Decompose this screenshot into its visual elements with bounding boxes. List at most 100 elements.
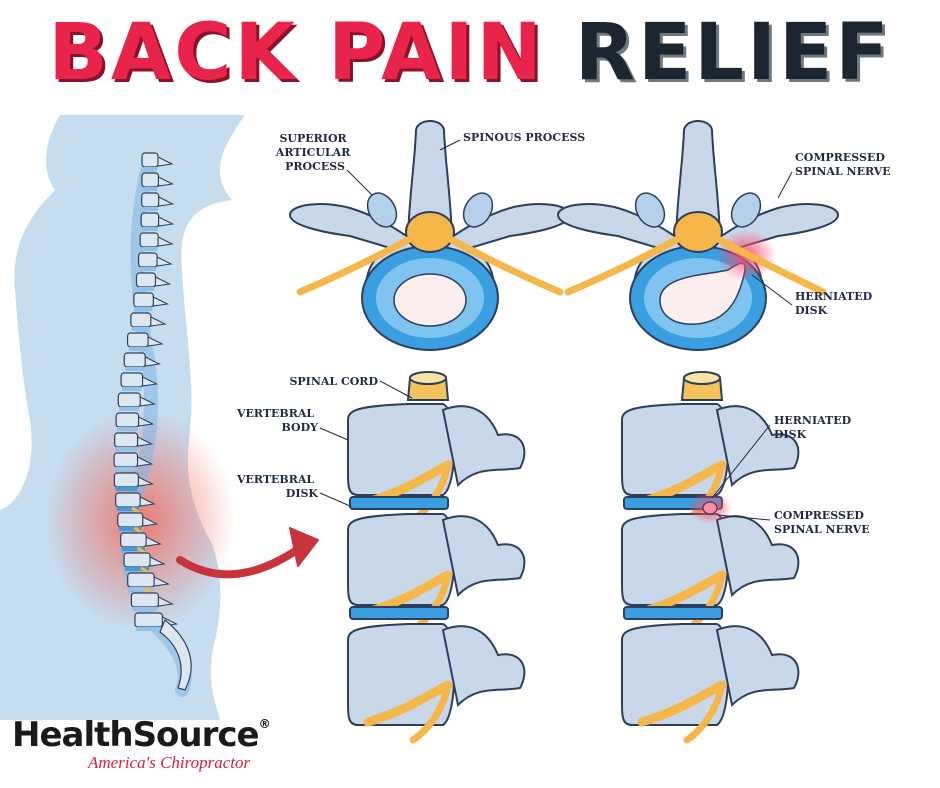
- spine-disk: [117, 427, 138, 431]
- page-title: BACK PAIN RELIEF: [0, 14, 940, 92]
- posterior-process: [715, 515, 800, 598]
- spine-process: [147, 336, 164, 347]
- label-superior-articular-process: SUPERIOR ARTICULAR PROCESS: [275, 132, 354, 173]
- spine-disk: [119, 407, 140, 411]
- label-spinal-cord: SPINAL CORD: [289, 375, 378, 388]
- vertebral-disk: [349, 496, 449, 510]
- spine-process: [139, 396, 156, 407]
- spine-vertebra: [140, 212, 160, 228]
- zoom-arrow: [176, 544, 304, 579]
- vertebral-body: [347, 513, 456, 606]
- posterior-process: [715, 405, 800, 488]
- spine-process: [157, 176, 175, 187]
- spine-vertebra: [114, 432, 139, 448]
- label-compressed-spinal-nerve-side: COMPRESSED SPINAL NERVE: [774, 509, 870, 536]
- spine-process: [149, 556, 166, 567]
- spine-disk: [115, 487, 138, 491]
- spine-vertebra: [141, 172, 160, 188]
- label-herniated-disk-top: HERNIATED DISK: [795, 290, 876, 317]
- spine-vertebra: [130, 312, 152, 328]
- spinal-nerve-branch: [683, 681, 726, 744]
- spine-disk: [137, 287, 155, 291]
- posterior-process: [715, 625, 800, 708]
- spine-vertebra: [139, 232, 159, 248]
- spine-process: [142, 376, 159, 387]
- label-vertebral-body: VERTEBRAL BODY: [236, 407, 318, 434]
- vertebra-top-view-healthy: [288, 120, 572, 351]
- spine-disk: [139, 267, 157, 271]
- spine-process: [150, 316, 167, 327]
- spine-vertebra: [141, 192, 160, 208]
- vertebral-body: [347, 403, 456, 496]
- spine-process: [152, 296, 170, 307]
- spine-vertebra: [120, 372, 144, 388]
- spine-process: [139, 496, 156, 507]
- spine-process: [137, 476, 155, 487]
- zoom-arrow-head: [289, 527, 319, 567]
- spine-vertebra: [141, 152, 159, 168]
- logo-brand-text: HealthSource: [12, 715, 260, 755]
- spine: [113, 152, 192, 697]
- herniated-disk-bulge: [702, 501, 718, 515]
- label-compressed-spinal-nerve-top: COMPRESSED SPINAL NERVE: [795, 151, 891, 178]
- spine-disk: [125, 367, 145, 371]
- logo-brand: HealthSource®: [12, 715, 271, 755]
- spinal-nerve: [637, 680, 727, 727]
- spine-disk: [142, 227, 158, 231]
- spine-vertebra: [113, 452, 139, 468]
- vertebral-disk: [349, 606, 449, 620]
- spine-process: [156, 256, 173, 267]
- vertebra-top-view-herniated: [556, 120, 840, 351]
- logo-tagline: America's Chiropractor: [88, 753, 251, 772]
- spine-vertebra: [120, 532, 147, 548]
- spine-process: [158, 216, 175, 227]
- spine-process: [154, 276, 172, 287]
- spinal-nerve-branch: [409, 681, 452, 744]
- title-word-back-pain: BACK PAIN: [48, 8, 545, 98]
- posterior-process: [441, 405, 526, 488]
- spine-disk: [122, 387, 142, 391]
- spine-vertebra: [126, 332, 149, 348]
- posterior-process: [441, 515, 526, 598]
- spine-disk: [115, 467, 137, 471]
- spine-vertebra: [130, 592, 160, 608]
- spine-disk: [143, 167, 157, 171]
- label-spinous-process: SPINOUS PROCESS: [463, 131, 585, 144]
- spine-disk: [142, 207, 158, 211]
- spine-vertebra: [134, 612, 164, 628]
- spine-vertebra: [115, 492, 141, 508]
- spine-process: [138, 416, 155, 427]
- spine-process: [153, 576, 170, 587]
- spine-disk: [115, 447, 137, 451]
- spine-vertebra: [127, 572, 155, 588]
- spine-process: [157, 156, 174, 167]
- vertebra-side-view-healthy: [347, 371, 526, 744]
- vertebral-body: [621, 403, 730, 496]
- spine-vertebra: [123, 552, 151, 568]
- spine-disk: [131, 327, 150, 331]
- spine-disk: [141, 247, 158, 251]
- spine-vertebra: [117, 392, 141, 408]
- spinal-cord-top: [683, 371, 721, 385]
- spine-vertebra: [115, 412, 140, 428]
- spine-process: [157, 596, 175, 607]
- label-herniated-disk-side: HERNIATED DISK: [774, 414, 855, 441]
- spinal-cord-top: [409, 371, 447, 385]
- label-leader-lines: [319, 139, 793, 521]
- spine-process: [158, 196, 175, 207]
- posterior-process: [441, 625, 526, 708]
- spine-process: [157, 236, 174, 247]
- spine-disk: [128, 347, 148, 351]
- spine-disk: [134, 307, 153, 311]
- spine-vertebra: [123, 352, 146, 368]
- spine-process: [145, 536, 162, 547]
- spine-process: [137, 456, 154, 467]
- spine-vertebra: [113, 472, 140, 488]
- diagram-labels: SUPERIOR ARTICULAR PROCESS SPINOUS PROCE…: [236, 131, 891, 536]
- spine-vertebra: [137, 252, 158, 268]
- title-word-relief: RELIEF: [574, 8, 892, 98]
- spinal-nerve: [363, 680, 453, 727]
- spine-process: [142, 516, 159, 527]
- registered-mark: ®: [258, 717, 271, 731]
